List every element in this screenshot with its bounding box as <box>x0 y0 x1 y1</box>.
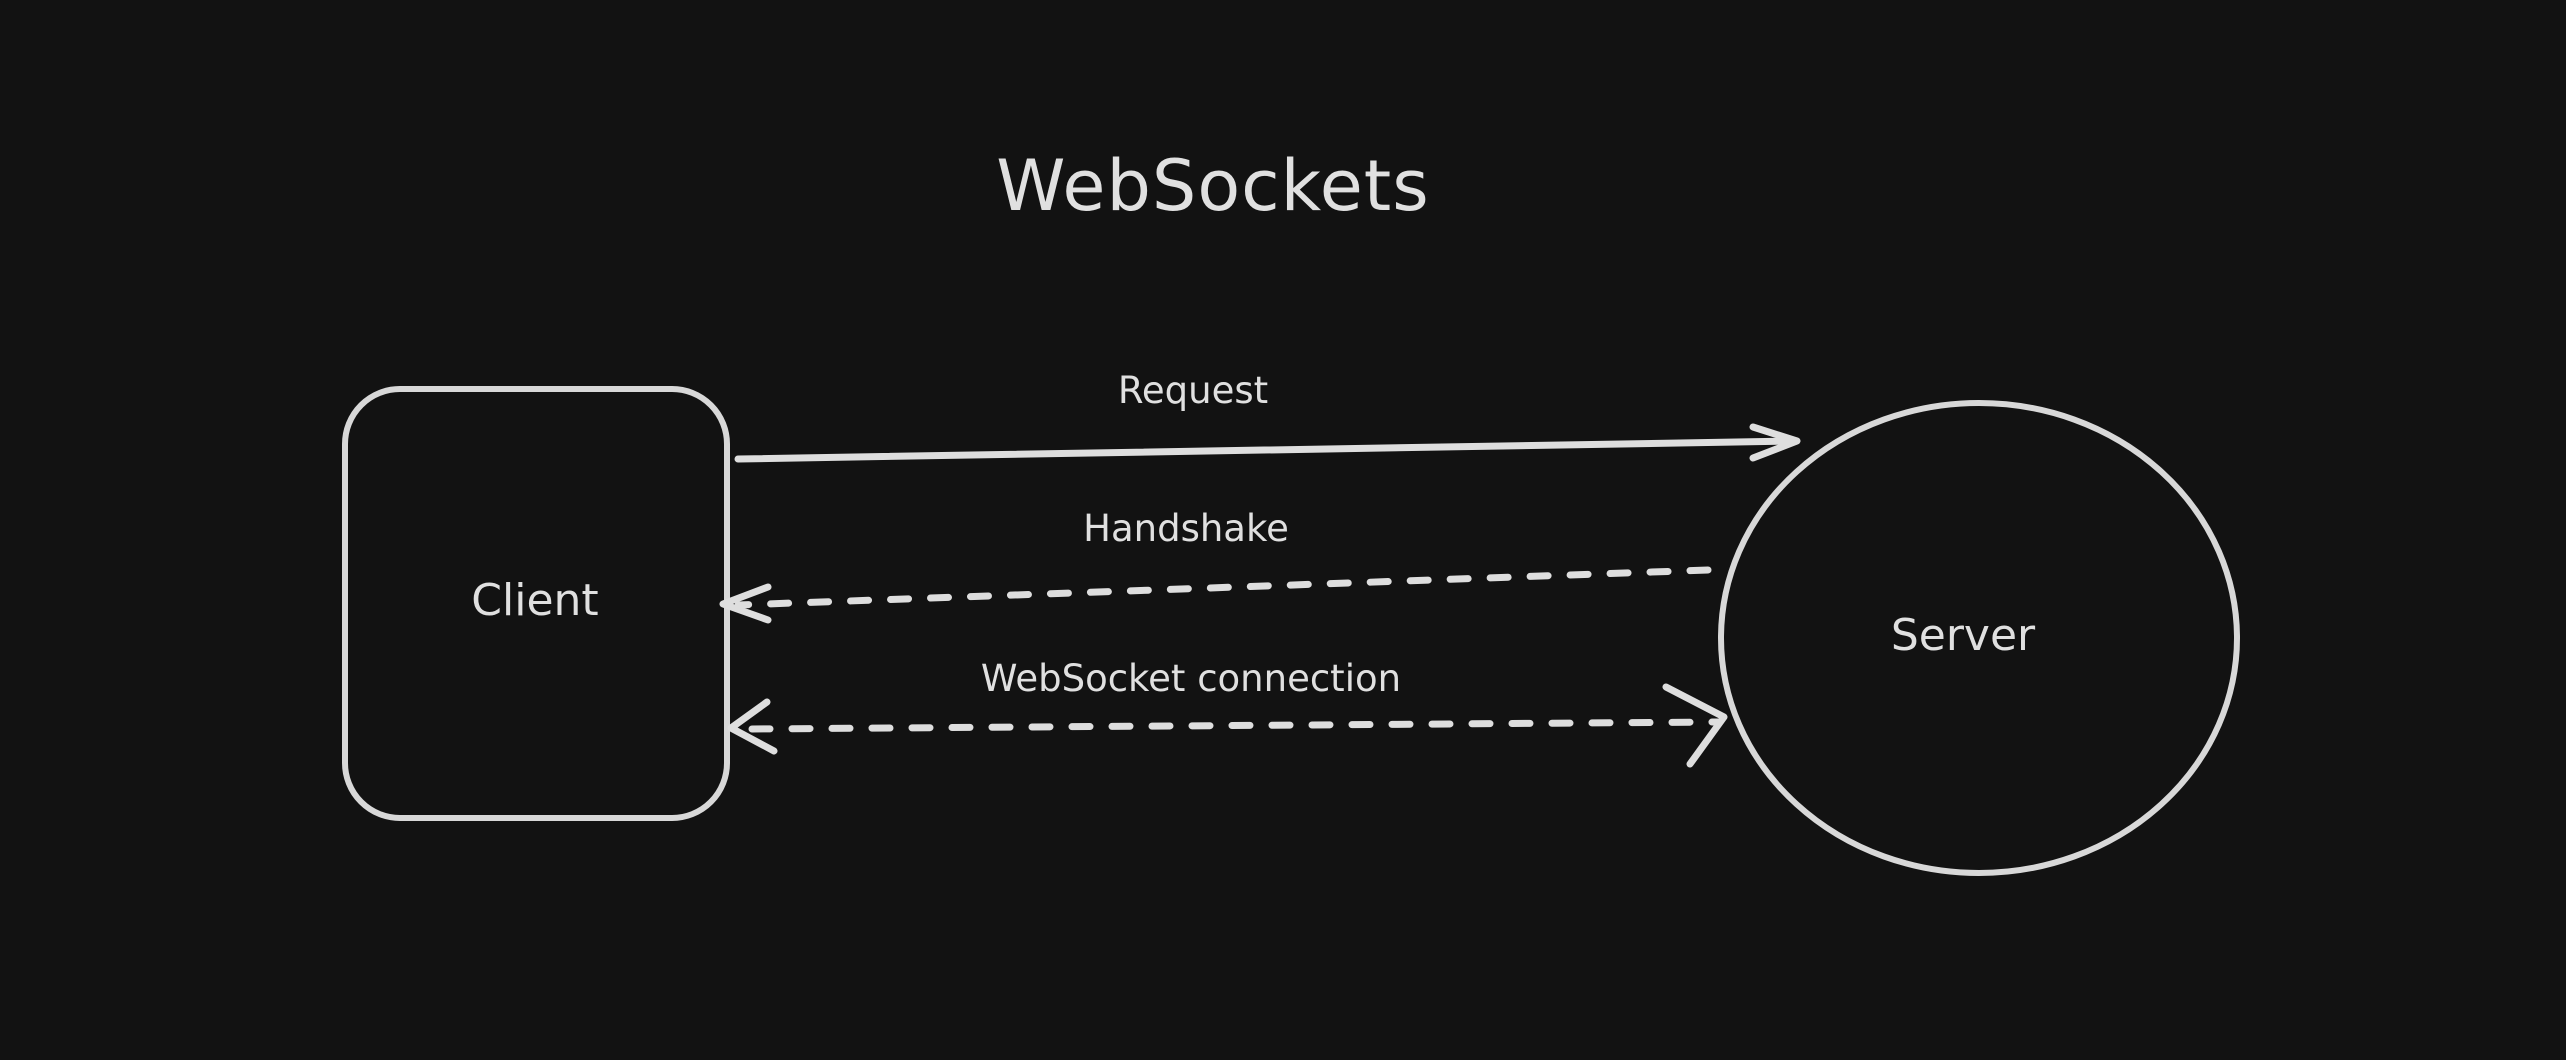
websocket-connection-label: WebSocket connection <box>981 657 1401 700</box>
handshake-arrowhead-icon <box>719 583 772 624</box>
request-arrowhead-icon <box>1749 423 1801 462</box>
handshake-edge[interactable]: Handshake <box>719 507 1712 624</box>
handshake-line[interactable] <box>734 566 1712 609</box>
server-ellipse[interactable] <box>1718 400 2240 876</box>
websocket-connection-right-arrowhead-icon <box>1662 683 1728 768</box>
request-edge[interactable]: Request <box>734 369 1801 463</box>
handshake-label: Handshake <box>1083 507 1289 550</box>
client-node[interactable]: Client <box>342 386 730 821</box>
server-node[interactable]: Server <box>1718 400 2240 876</box>
diagram-title: WebSockets <box>996 145 1429 227</box>
websocket-connection-line[interactable] <box>748 718 1724 733</box>
client-label: Client <box>471 575 598 626</box>
request-line[interactable] <box>734 437 1800 463</box>
websocket-connection-left-arrowhead-icon <box>727 698 778 755</box>
request-label: Request <box>1118 369 1268 412</box>
server-label: Server <box>1891 610 2036 661</box>
websocket-connection-edge[interactable]: WebSocket connection <box>727 657 1728 768</box>
